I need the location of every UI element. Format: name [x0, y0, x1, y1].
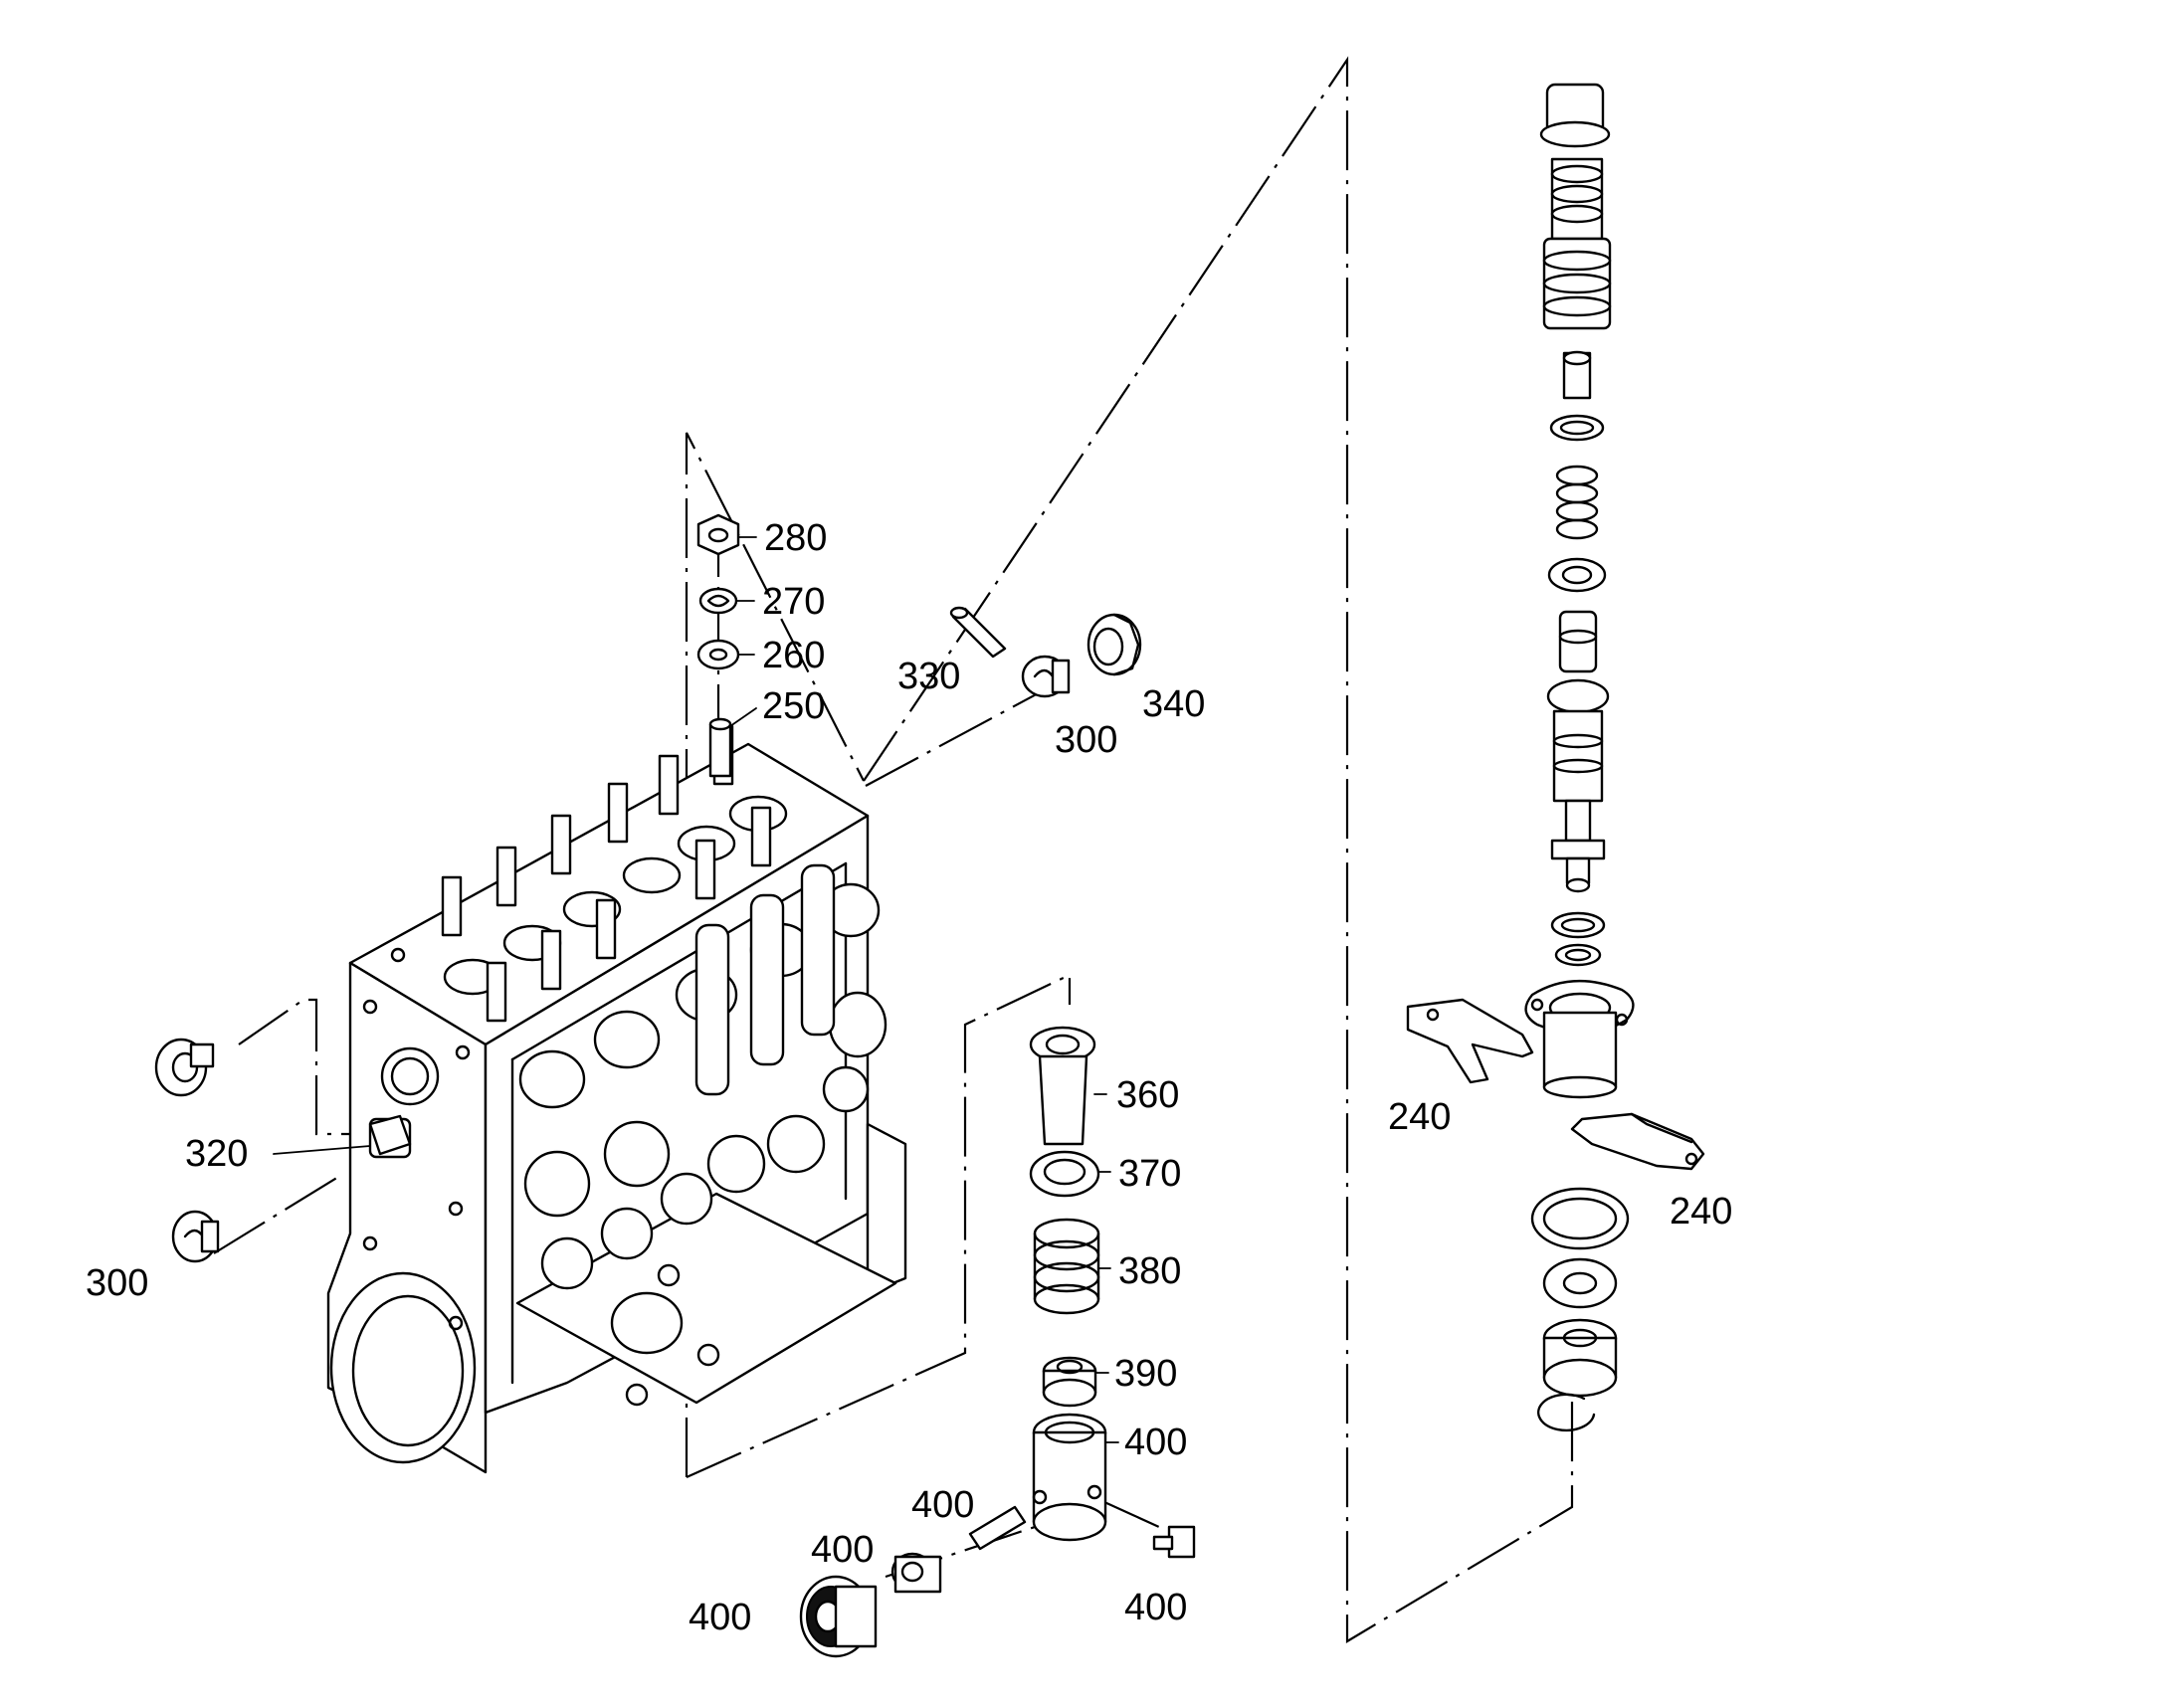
seat-390	[1042, 1356, 1097, 1408]
pin-330	[949, 606, 1007, 659]
stud-250	[708, 717, 732, 778]
label-400-tappet: 400	[1124, 1422, 1187, 1463]
label-320: 320	[185, 1133, 248, 1175]
tappet-400	[1032, 1413, 1107, 1542]
control-plate-240-right	[1570, 1112, 1705, 1171]
part-labels: 280 270 260 250 330 340 300 320 300 360 …	[86, 517, 1732, 1638]
ring-370	[1029, 1150, 1100, 1198]
seal-340	[1086, 613, 1142, 676]
label-280: 280	[764, 517, 827, 559]
cap-300-left	[171, 1210, 220, 1263]
label-400-pin: 400	[911, 1484, 974, 1526]
leader-lines	[729, 536, 1119, 1443]
label-300-top: 300	[1055, 719, 1117, 761]
label-270: 270	[762, 581, 825, 623]
label-240-right: 240	[1670, 1191, 1732, 1233]
washer-260	[696, 639, 740, 670]
pin-400	[968, 1505, 1027, 1551]
pump-housing	[326, 724, 907, 1474]
label-330: 330	[897, 656, 960, 697]
cap-300-top	[1021, 655, 1071, 698]
sleeve-360	[1029, 1026, 1096, 1146]
label-400-bushing: 400	[811, 1529, 874, 1571]
bushing-400	[890, 1552, 942, 1594]
label-390: 390	[1114, 1353, 1177, 1395]
label-240-left: 240	[1388, 1096, 1451, 1138]
label-370: 370	[1118, 1153, 1181, 1195]
roller-400	[799, 1575, 878, 1658]
label-260: 260	[762, 635, 825, 676]
label-300-left: 300	[86, 1262, 148, 1304]
label-380: 380	[1118, 1250, 1181, 1292]
delivery-valve-stack	[1524, 83, 1635, 1432]
fitting-320	[273, 1114, 412, 1156]
label-400-roller: 400	[689, 1597, 751, 1638]
label-400-screw: 400	[1124, 1587, 1187, 1628]
washer-270	[698, 587, 738, 615]
label-360: 360	[1116, 1074, 1179, 1116]
label-250: 250	[762, 685, 825, 727]
control-plate-240-left	[1406, 998, 1534, 1084]
plug-320	[154, 1038, 215, 1097]
label-340: 340	[1142, 683, 1205, 725]
screw-400	[1152, 1525, 1196, 1559]
nut-280	[696, 513, 740, 556]
spring-380	[1033, 1218, 1100, 1315]
